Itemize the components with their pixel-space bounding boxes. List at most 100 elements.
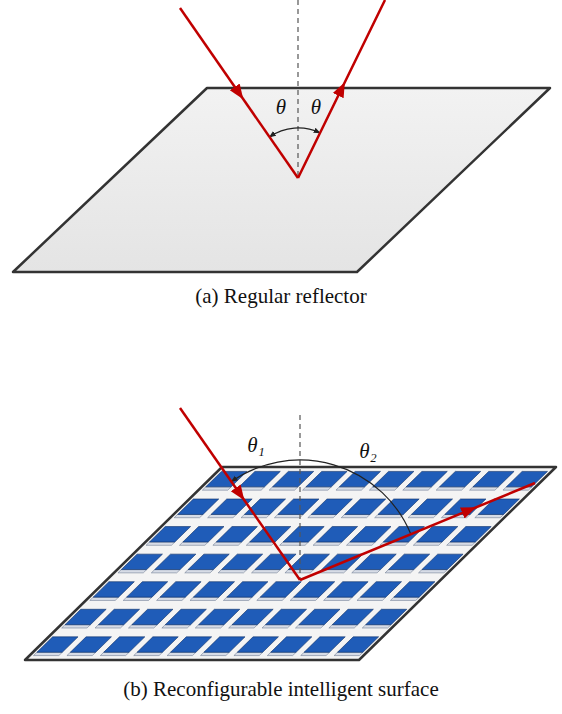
reflected-ray — [298, 0, 385, 178]
element-side — [223, 597, 252, 600]
element-side — [447, 542, 476, 545]
element-side — [274, 514, 303, 517]
element-side — [179, 542, 208, 545]
element-top — [183, 527, 224, 542]
normal-line — [299, 415, 300, 580]
element-top — [132, 609, 173, 624]
element-top — [170, 637, 211, 652]
element-side — [324, 597, 353, 600]
element-side — [236, 487, 265, 490]
element-side — [413, 542, 442, 545]
element-top — [337, 637, 378, 652]
element-top — [188, 554, 229, 569]
element-side — [195, 625, 224, 628]
element-top — [383, 527, 424, 542]
element-side — [67, 652, 96, 655]
element-side — [352, 570, 381, 573]
element-top — [311, 499, 352, 514]
element-side — [285, 570, 314, 573]
element-side — [185, 570, 214, 573]
element-top — [294, 582, 335, 597]
element-side — [252, 570, 281, 573]
element-top — [216, 527, 257, 542]
panel-caption: (b) Reconfigurable intelligent surface — [123, 678, 438, 701]
element-top — [93, 582, 134, 597]
element-top — [265, 609, 306, 624]
element-top — [345, 499, 386, 514]
element-side — [290, 597, 319, 600]
element-top — [65, 609, 106, 624]
element-side — [336, 487, 365, 490]
panel-caption: (a) Regular reflector — [195, 285, 366, 308]
element-top — [355, 554, 396, 569]
element-side — [128, 625, 157, 628]
element-side — [218, 570, 247, 573]
element-top — [440, 471, 481, 486]
element-side — [208, 514, 237, 517]
element-side — [123, 597, 152, 600]
element-top — [244, 499, 285, 514]
element-top — [389, 554, 430, 569]
angle-arc — [231, 460, 411, 534]
element-top — [98, 609, 139, 624]
angle-symbol: θ₂ — [359, 440, 377, 463]
element-side — [118, 570, 147, 573]
element-top — [104, 637, 145, 652]
ris-plate — [25, 467, 556, 660]
element-top — [165, 609, 206, 624]
element-top — [350, 527, 391, 542]
element-side — [90, 597, 119, 600]
element-side — [341, 514, 370, 517]
element-top — [422, 554, 463, 569]
element-side — [436, 487, 465, 490]
element-side — [308, 514, 337, 517]
reflected-ray — [300, 483, 535, 580]
element-top — [37, 637, 78, 652]
element-top — [506, 471, 547, 486]
element-side — [157, 597, 186, 600]
element-side — [313, 542, 342, 545]
element-side — [470, 487, 499, 490]
incident-ray — [180, 8, 298, 178]
element-side — [329, 625, 358, 628]
element-top — [288, 554, 329, 569]
element-top — [271, 637, 312, 652]
element-side — [146, 542, 175, 545]
element-top — [232, 609, 273, 624]
element-top — [260, 582, 301, 597]
element-top — [450, 527, 491, 542]
angle-symbol: θ₁ — [247, 434, 265, 457]
element-top — [70, 637, 111, 652]
element-side — [362, 625, 391, 628]
element-side — [475, 514, 504, 517]
element-top — [193, 582, 234, 597]
element-side — [229, 625, 258, 628]
element-side — [34, 652, 63, 655]
element-top — [137, 637, 178, 652]
element-side — [301, 652, 330, 655]
element-side — [269, 487, 298, 490]
reflector-plate — [13, 88, 550, 272]
element-side — [167, 652, 196, 655]
element-top — [199, 609, 240, 624]
element-side — [213, 542, 242, 545]
incident-ray — [180, 408, 300, 580]
element-top — [316, 527, 357, 542]
element-top — [160, 582, 201, 597]
element-top — [411, 499, 452, 514]
element-side — [95, 625, 124, 628]
element-top — [250, 527, 291, 542]
element-side — [346, 542, 375, 545]
element-top — [327, 582, 368, 597]
element-top — [304, 637, 345, 652]
element-side — [100, 652, 129, 655]
element-top — [299, 609, 340, 624]
angle-arc — [270, 128, 321, 137]
element-top — [478, 499, 519, 514]
element-side — [257, 597, 286, 600]
element-side — [267, 652, 296, 655]
element-top — [360, 582, 401, 597]
normal-line — [297, 0, 298, 178]
element-top — [339, 471, 380, 486]
element-side — [162, 625, 191, 628]
